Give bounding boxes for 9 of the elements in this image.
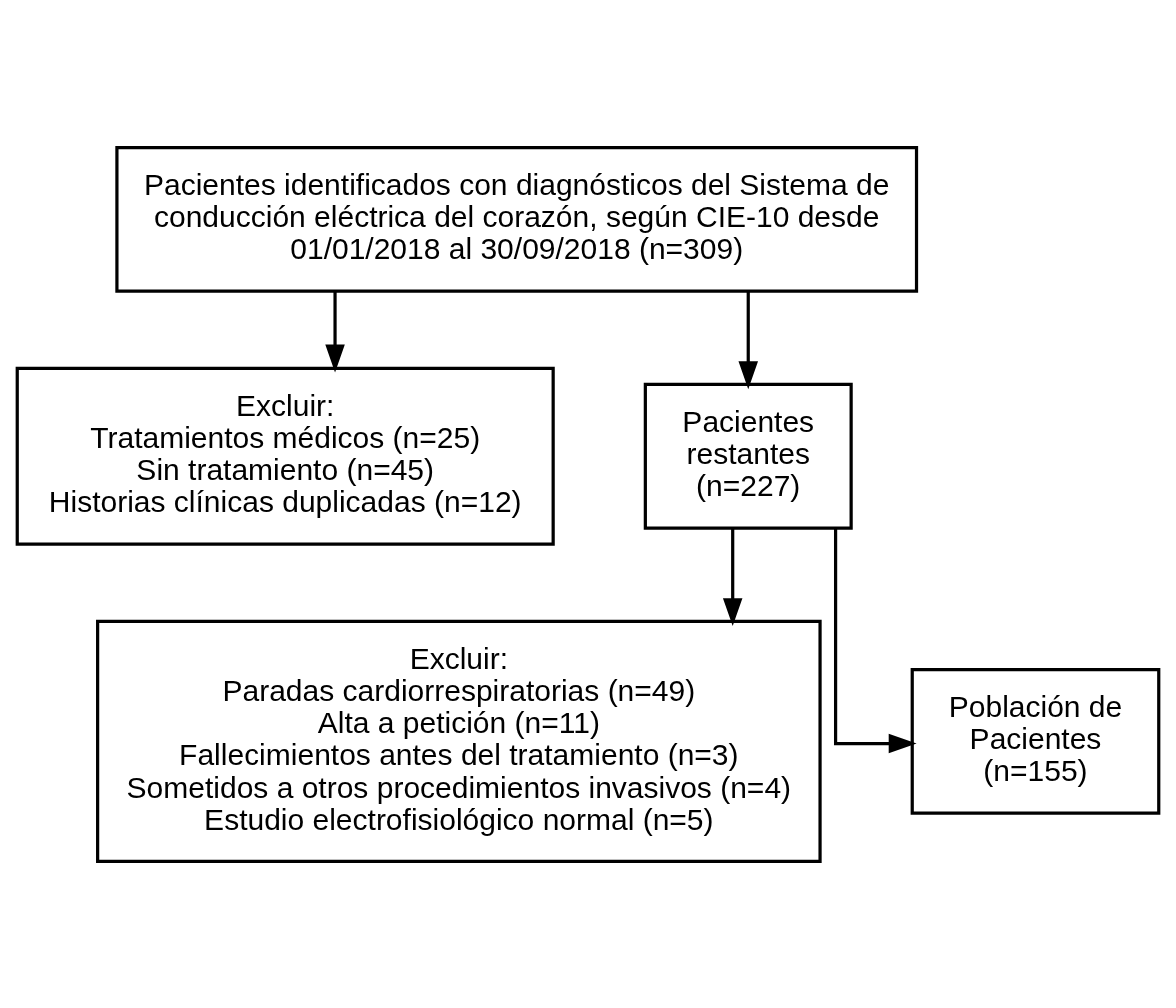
node-box: Pacientes restantes (n=227) <box>643 382 853 530</box>
node-box: Excluir: Tratamientos médicos (n=25) Sin tratamiento (n=45) Historias clínicas duplicadas (n=12) <box>15 366 555 546</box>
arrow <box>738 291 758 389</box>
arrow <box>325 291 345 373</box>
arrow <box>834 528 917 753</box>
node-box: Excluir: Paradas cardiorrespiratorias (n=49) Alta a petición (n=11) Fallecimientos antes del tratamiento (n=3) Sometidos a otros procedimientos invasivos (n=4) Estudio electrofisiológico normal (n=5) <box>96 619 822 863</box>
node-box: Población de Pacientes (n=155) <box>910 667 1161 815</box>
node-box: Pacientes identificados con diagnósticos del Sistema de conducción eléctrica del corazón, según CIE-10 desde 01/01/2018 al 30/09/2018 (n=309) <box>115 145 919 293</box>
arrow <box>722 527 743 626</box>
